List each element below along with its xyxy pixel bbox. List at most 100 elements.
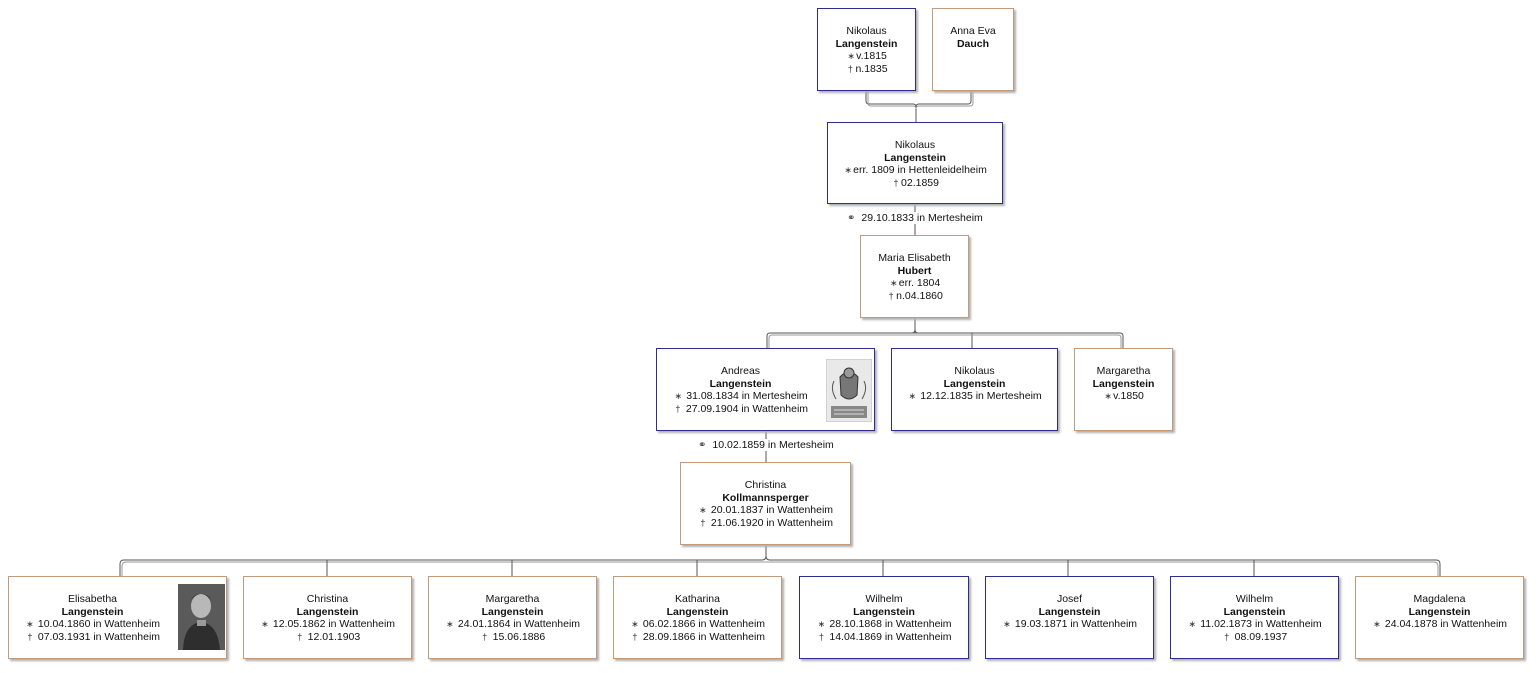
marriage-label-1: ⚭29.10.1833 in Mertesheim: [845, 212, 985, 224]
death-icon: †: [888, 290, 894, 301]
given-name: Christina: [306, 593, 349, 605]
death-icon: †: [632, 631, 638, 642]
death-line: † 15.06.1886: [429, 631, 596, 644]
surname: Dauch: [956, 37, 990, 50]
surname: Langenstein: [709, 377, 772, 390]
surname: Langenstein: [853, 605, 915, 618]
birth-icon: ∗: [26, 619, 34, 629]
surname: Langenstein: [943, 377, 1006, 390]
birth-icon: ∗: [446, 619, 454, 629]
death-line: † 08.09.1937: [1171, 631, 1338, 644]
birth-icon: ∗: [1188, 619, 1197, 629]
given-name: Margaretha: [485, 593, 540, 605]
birth-line: ∗v.1815: [847, 50, 887, 62]
birth-icon: ∗: [699, 505, 707, 515]
birth-icon: ∗: [1003, 619, 1011, 629]
death-line: † 28.09.1866 in Wattenheim: [614, 631, 781, 644]
given-name: Josef: [1056, 593, 1083, 605]
birth-icon: ∗: [847, 51, 855, 61]
given-name: Nikolaus: [846, 25, 887, 37]
children-connector-2: [119, 545, 767, 576]
person-card-elisabetha-langenstein[interactable]: Elisabetha Langenstein ∗ 10.04.1860 in W…: [8, 576, 227, 659]
death-icon: †: [847, 63, 853, 74]
death-icon: †: [893, 177, 899, 188]
birth-line: ∗err. 1809 in Hettenleidelheim: [844, 164, 987, 176]
parent-connector-top-right: [915, 91, 972, 108]
birth-line: ∗ 28.10.1868 in Wattenheim: [817, 618, 952, 630]
surname: Langenstein: [1038, 605, 1101, 618]
birth-icon: ∗: [1373, 619, 1381, 629]
given-name: Katharina: [675, 593, 720, 605]
person-card-maria-elisabeth-hubert[interactable]: Maria Elisabeth Hubert ∗err. 1804 †n.04.…: [860, 235, 969, 318]
given-name: Anna Eva: [950, 25, 996, 37]
surname: Langenstein: [1408, 605, 1471, 618]
birth-line: ∗ 24.01.1864 in Wattenheim: [446, 618, 581, 630]
death-line: †02.1859: [828, 177, 1002, 190]
birth-icon: ∗: [889, 278, 898, 288]
person-card-nikolaus-langenstein-1815[interactable]: Nikolaus Langenstein ∗v.1815 †n.1835: [817, 8, 916, 91]
given-name: Christina: [744, 479, 787, 491]
death-line: † 14.04.1869 in Wattenheim: [800, 631, 968, 644]
death-icon: †: [675, 403, 681, 414]
marriage-label-2: ⚭10.02.1859 in Mertesheim: [696, 439, 836, 451]
death-icon: †: [297, 631, 303, 642]
birth-icon: ∗: [844, 165, 852, 175]
given-name: Magdalena: [1413, 593, 1466, 605]
given-name: Maria Elisabeth: [878, 252, 951, 264]
surname: Hubert: [897, 264, 932, 277]
birth-line: ∗ 31.08.1834 in Mertesheim: [674, 390, 808, 402]
death-icon: †: [1224, 631, 1230, 642]
given-name: Elisabetha: [67, 593, 118, 605]
given-name: Wilhelm: [1235, 593, 1274, 605]
surname: Langenstein: [61, 605, 124, 618]
coat-of-arms-image[interactable]: [826, 359, 872, 422]
person-card-anna-eva-dauch[interactable]: Anna Eva Dauch: [932, 8, 1014, 91]
person-card-katharina-langenstein[interactable]: Katharina Langenstein ∗ 06.02.1866 in Wa…: [613, 576, 782, 659]
person-card-nikolaus-langenstein-1835[interactable]: Nikolaus Langenstein ∗ 12.12.1835 in Mer…: [891, 348, 1058, 431]
birth-line: ∗ 06.02.1866 in Wattenheim: [631, 618, 766, 630]
person-card-magdalena-langenstein[interactable]: Magdalena Langenstein ∗ 24.04.1878 in Wa…: [1355, 576, 1524, 659]
birth-line: ∗ 20.01.1837 in Wattenheim: [699, 504, 834, 516]
death-line: † 21.06.1920 in Wattenheim: [681, 517, 850, 530]
surname: Langenstein: [884, 151, 946, 164]
birth-line: ∗ 24.04.1878 in Wattenheim: [1373, 618, 1508, 630]
birth-icon: ∗: [261, 619, 269, 629]
death-line: †n.1835: [818, 63, 915, 76]
person-card-nikolaus-langenstein-1809[interactable]: Nikolaus Langenstein ∗err. 1809 in Hette…: [827, 122, 1003, 204]
person-card-christina-langenstein[interactable]: Christina Langenstein ∗ 12.05.1862 in Wa…: [243, 576, 412, 659]
person-card-wilhelm-langenstein-1873[interactable]: Wilhelm Langenstein ∗ 11.02.1873 in Watt…: [1170, 576, 1339, 659]
birth-icon: ∗: [817, 619, 826, 629]
marriage-rings-icon: ⚭: [847, 213, 856, 224]
birth-line: ∗err. 1804: [889, 277, 941, 289]
surname: Langenstein: [666, 605, 729, 618]
birth-line: ∗ 11.02.1873 in Wattenheim: [1188, 618, 1322, 630]
surname: Kollmannsperger: [722, 491, 809, 504]
surname: Langenstein: [296, 605, 359, 618]
marriage-rings-icon: ⚭: [698, 440, 707, 451]
death-icon: †: [818, 631, 824, 642]
death-line: †n.04.1860: [861, 290, 968, 303]
death-line: † 12.01.1903: [244, 631, 411, 644]
surname: Langenstein: [835, 37, 898, 50]
person-card-wilhelm-langenstein-1868[interactable]: Wilhelm Langenstein ∗ 28.10.1868 in Watt…: [799, 576, 969, 659]
birth-icon: ∗: [908, 391, 917, 401]
children-connector-1: [766, 318, 1124, 348]
person-card-margaretha-langenstein-1850[interactable]: Margaretha Langenstein ∗v.1850: [1074, 348, 1173, 431]
given-name: Nikolaus: [894, 139, 936, 151]
given-name: Andreas: [720, 365, 761, 377]
given-name: Wilhelm: [865, 593, 903, 605]
portrait-photo[interactable]: [178, 584, 225, 650]
death-line: † 07.03.1931 in Wattenheim: [9, 631, 176, 644]
person-card-margaretha-langenstein-1864[interactable]: Margaretha Langenstein ∗ 24.01.1864 in W…: [428, 576, 597, 659]
birth-icon: ∗: [674, 391, 683, 401]
surname: Langenstein: [1092, 377, 1155, 390]
birth-line: ∗ 10.04.1860 in Wattenheim: [26, 618, 161, 630]
given-name: Nikolaus: [954, 365, 995, 377]
death-icon: †: [700, 517, 706, 528]
death-icon: †: [27, 631, 33, 642]
person-card-christina-kollmannsperger[interactable]: Christina Kollmannsperger ∗ 20.01.1837 i…: [680, 462, 851, 545]
person-card-josef-langenstein[interactable]: Josef Langenstein ∗ 19.03.1871 in Watten…: [985, 576, 1154, 659]
person-card-andreas-langenstein[interactable]: Andreas Langenstein ∗ 31.08.1834 in Mert…: [656, 348, 875, 431]
birth-line: ∗ 12.05.1862 in Wattenheim: [261, 618, 396, 630]
